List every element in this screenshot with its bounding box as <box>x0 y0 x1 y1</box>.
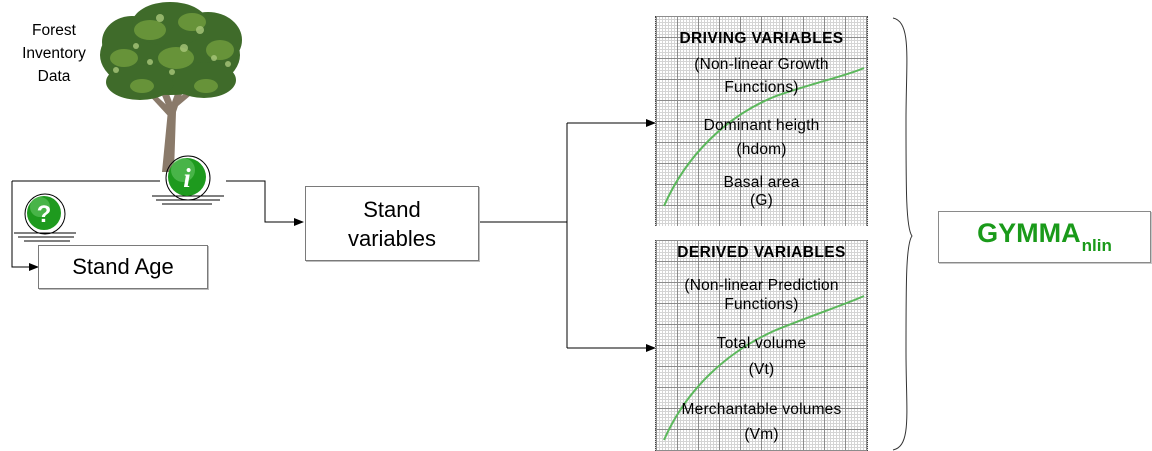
derived-panel-subtitle-line: (Non-linear Prediction <box>684 277 839 294</box>
source-label-line: Data <box>37 68 71 85</box>
stand-variables-label-line: variables <box>347 225 437 251</box>
derived-panel-heading: DERIVED VARIABLES <box>677 244 846 261</box>
question-icon: ? <box>14 193 76 242</box>
stand-variables-box: Stand variables <box>305 186 479 261</box>
source-label-line: Forest <box>32 22 76 39</box>
stand-variables-label-line: Stand <box>363 196 421 222</box>
curly-brace <box>892 17 913 451</box>
model-title: GYMMAnlin <box>977 218 1112 256</box>
derived-panel-item-line: (Vm) <box>744 426 779 443</box>
growth-curve-icon <box>663 295 865 441</box>
connector-to-stand-age <box>11 181 39 271</box>
driving-variables-panel: DRIVING VARIABLES (Non-linear Growth Fun… <box>655 16 868 226</box>
info-icon: i <box>152 155 224 205</box>
source-label: Forest Inventory Data <box>18 19 90 88</box>
model-name: GYMMA <box>977 218 1081 248</box>
stand-age-box: Stand Age <box>38 245 208 289</box>
derived-panel-item-line: Total volume <box>716 335 807 352</box>
derived-panel-item-line: Merchantable volumes <box>681 401 842 418</box>
driving-panel-item-line: Dominant heigth <box>703 117 820 134</box>
growth-curve-icon <box>663 67 865 207</box>
driving-panel-subtitle-line: (Non-linear Growth <box>694 56 829 73</box>
svg-text:i: i <box>183 163 191 193</box>
driving-panel-item-line: (hdom) <box>736 141 787 158</box>
driving-panel-item-line: (G) <box>750 192 773 209</box>
model-subscript: nlin <box>1081 236 1112 255</box>
driving-panel-item-line: Basal area <box>723 174 800 191</box>
derived-panel-item-line: (Vt) <box>748 361 775 378</box>
derived-variables-panel: DERIVED VARIABLES (Non-linear Prediction… <box>655 240 868 451</box>
connector-info-to-stand-variables <box>226 180 304 226</box>
tree-icon <box>100 2 242 172</box>
source-label-line: Inventory <box>22 45 86 62</box>
model-title-box: GYMMAnlin <box>938 211 1151 263</box>
driving-panel-subtitle-line: Functions) <box>724 79 799 96</box>
derived-panel-subtitle-line: Functions) <box>724 296 799 313</box>
stand-age-label: Stand Age <box>72 254 174 279</box>
driving-panel-heading: DRIVING VARIABLES <box>679 30 844 47</box>
svg-text:?: ? <box>37 201 52 228</box>
